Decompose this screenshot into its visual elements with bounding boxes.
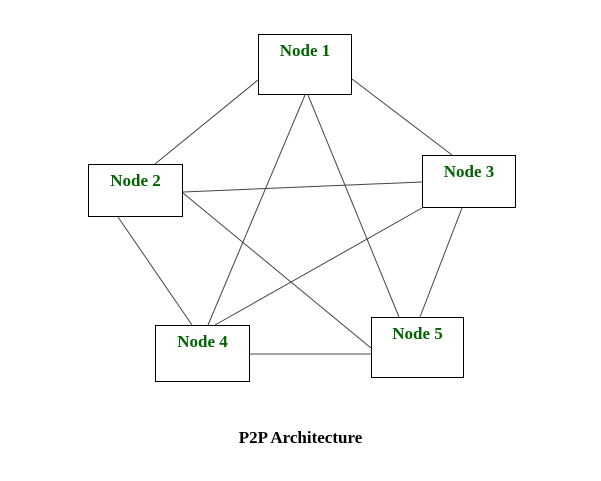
edge-node-3-to-node-4 (214, 207, 423, 326)
node-box-node-4[interactable]: Node 4 (155, 325, 250, 382)
node-label-node-2: Node 2 (110, 171, 161, 190)
node-label-node-3: Node 3 (443, 162, 495, 181)
edge-node-1-to-node-2 (154, 79, 259, 165)
node-box-node-3[interactable]: Node 3 (422, 155, 516, 208)
edge-node-2-to-node-4 (117, 216, 193, 326)
edge-group (117, 78, 463, 355)
diagram-caption: P2P Architecture (238, 428, 363, 447)
node-box-node-2[interactable]: Node 2 (88, 164, 183, 217)
edge-node-2-to-node-5 (182, 192, 372, 349)
node-box-node-5[interactable]: Node 5 (371, 317, 464, 378)
edge-node-3-to-node-5 (419, 207, 463, 318)
edge-node-2-to-node-3 (182, 181, 423, 193)
edge-node-1-to-node-4 (207, 94, 306, 326)
node-label-node-5: Node 5 (392, 324, 443, 343)
node-label-node-4: Node 4 (177, 332, 228, 351)
edge-node-1-to-node-5 (307, 94, 400, 318)
node-label-node-1: Node 1 (279, 41, 331, 60)
node-box-node-1[interactable]: Node 1 (258, 34, 352, 95)
edge-node-1-to-node-3 (351, 78, 453, 156)
